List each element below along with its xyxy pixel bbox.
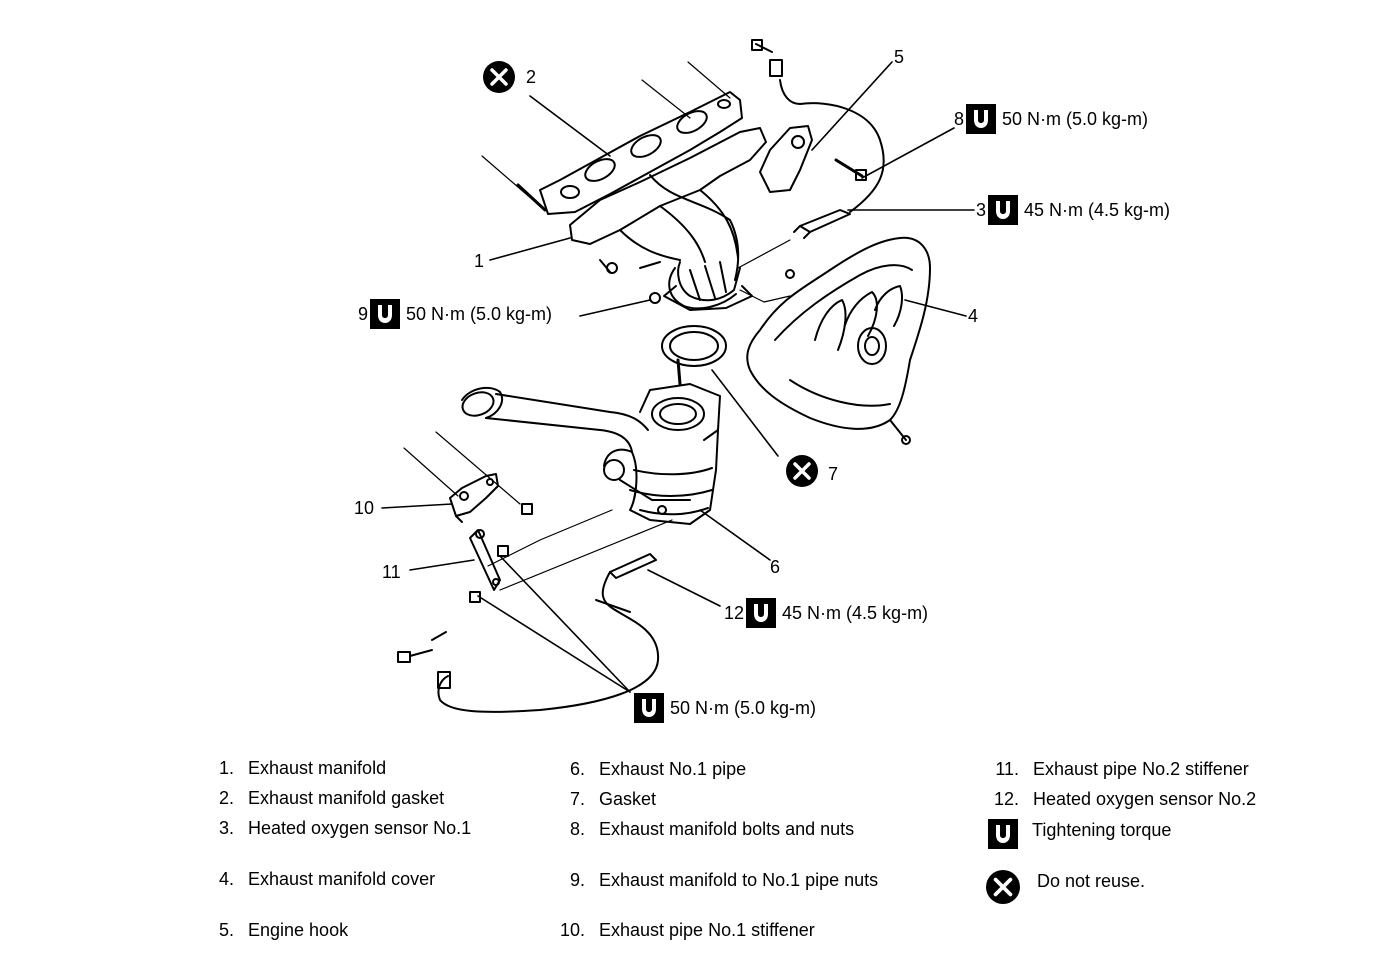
legend-item-6: 6. Exhaust No.1 pipe	[551, 758, 746, 780]
legend-label: Exhaust manifold bolts and nuts	[599, 819, 855, 839]
legend-number: 1.	[218, 758, 234, 778]
legend-item-11: 11. Exhaust pipe No.2 stiffener	[985, 758, 1249, 780]
do-not-reuse-icon	[986, 870, 1020, 904]
exhaust-no1-pipe-part	[461, 383, 721, 525]
callout-12: 12 45 N·m (4.5 kg-m)	[724, 598, 928, 628]
legend-torque-symbol: Tightening torque	[985, 819, 1171, 849]
callout-stiffener-torque: 50 N·m (5.0 kg-m)	[632, 693, 816, 723]
callout-9: 9 50 N·m (5.0 kg-m)	[358, 299, 552, 329]
callout-number: 10	[354, 498, 375, 518]
callout-number: 7	[828, 464, 839, 484]
do-not-reuse-icon-2	[483, 61, 515, 98]
legend-label: Gasket	[599, 789, 657, 809]
torque-wrench-icon	[746, 598, 777, 628]
legend-label: Exhaust pipe No.1 stiffener	[599, 920, 815, 940]
legend-noreuse-label: Do not reuse.	[1037, 871, 1146, 891]
legend-label: Exhaust No.1 pipe	[599, 759, 747, 779]
callout-1: 1	[474, 250, 484, 272]
exhaust-manifold-cover-part	[746, 236, 931, 445]
callout-number: 5	[894, 47, 905, 67]
callout-number: 4	[968, 306, 979, 326]
legend-item-12: 12. Heated oxygen sensor No.2	[985, 788, 1256, 810]
legend-item-7: 7. Gasket	[551, 788, 656, 810]
legend-noreuse-symbol: Do not reuse.	[986, 870, 1145, 904]
legend-number: 9.	[569, 870, 585, 890]
legend-number: 4.	[218, 869, 234, 889]
exhaust-manifold-gasket-part	[539, 91, 743, 215]
legend-item-2: 2. Exhaust manifold gasket	[200, 787, 444, 809]
gasket-ring-part	[661, 325, 727, 367]
legend-label: Exhaust manifold cover	[248, 869, 436, 889]
engine-hook-part	[759, 125, 867, 193]
legend-item-8: 8. Exhaust manifold bolts and nuts	[551, 818, 854, 840]
torque-wrench-icon	[370, 299, 401, 329]
legend-label: Exhaust pipe No.2 stiffener	[1033, 759, 1249, 779]
legend-torque-label: Tightening torque	[1032, 820, 1172, 840]
legend-label: Exhaust manifold	[248, 758, 387, 778]
legend-item-4: 4. Exhaust manifold cover	[200, 868, 435, 890]
callout-number: 12	[724, 603, 745, 623]
callout-3: 3 45 N·m (4.5 kg-m)	[976, 195, 1170, 225]
legend-item-9: 9. Exhaust manifold to No.1 pipe nuts	[551, 869, 878, 891]
callout-number: 1	[474, 251, 485, 271]
callout-11: 11	[382, 561, 401, 583]
legend-number: 3.	[218, 818, 234, 838]
callout-number: 3	[976, 200, 987, 220]
legend-number: 8.	[569, 819, 585, 839]
legend-label: Heated oxygen sensor No.2	[1033, 789, 1257, 809]
callout-6: 6	[770, 556, 780, 578]
legend-number: 11.	[995, 759, 1019, 779]
legend-label: Exhaust manifold to No.1 pipe nuts	[599, 870, 879, 890]
legend-item-10: 10. Exhaust pipe No.1 stiffener	[551, 919, 815, 941]
legend-label: Exhaust manifold gasket	[248, 788, 445, 808]
legend-number: 10.	[559, 920, 585, 940]
callout-4: 4	[968, 305, 978, 327]
callout-number: 6	[770, 557, 781, 577]
callout-number: 2	[526, 67, 537, 87]
legend-number: 12.	[993, 789, 1019, 809]
torque-wrench-icon	[988, 819, 1018, 849]
legend-number: 5.	[218, 920, 234, 940]
torque-value-3: 45 N·m (4.5 kg-m)	[1024, 200, 1171, 220]
legend-item-5: 5. Engine hook	[200, 919, 348, 941]
legend-number: 7.	[569, 789, 585, 809]
torque-value-9: 50 N·m (5.0 kg-m)	[406, 304, 553, 324]
heated-oxygen-sensor-2-part	[397, 553, 660, 713]
exhaust-pipe-no1-stiffener-part	[449, 473, 533, 523]
legend-label: Engine hook	[248, 920, 349, 940]
legend-item-1: 1. Exhaust manifold	[200, 757, 386, 779]
legend-label: Heated oxygen sensor No.1	[248, 818, 472, 838]
exhaust-manifold-part	[569, 127, 767, 311]
callout-number: 8	[954, 109, 965, 129]
torque-value-12: 45 N·m (4.5 kg-m)	[782, 603, 929, 623]
exhaust-pipe-no2-stiffener-part	[469, 529, 509, 603]
legend-item-3: 3. Heated oxygen sensor No.1	[200, 817, 471, 839]
callout-8: 8 50 N·m (5.0 kg-m)	[954, 104, 1148, 134]
torque-value-stiffener: 50 N·m (5.0 kg-m)	[670, 698, 817, 718]
torque-value-8: 50 N·m (5.0 kg-m)	[1002, 109, 1149, 129]
torque-wrench-icon	[988, 195, 1019, 225]
legend-number: 6.	[569, 759, 585, 779]
callout-10: 10	[354, 497, 374, 519]
legend-number: 2.	[218, 788, 234, 808]
torque-wrench-icon	[966, 104, 997, 134]
do-not-reuse-icon-7	[786, 455, 818, 492]
torque-wrench-icon	[634, 693, 664, 723]
callout-5: 5	[894, 46, 904, 68]
callout-2: 2	[526, 66, 536, 88]
callout-number: 9	[358, 304, 369, 324]
callout-7: 7	[828, 463, 838, 485]
leader-lines	[381, 61, 975, 693]
callout-number: 11	[382, 562, 401, 582]
heated-oxygen-sensor-1-part	[751, 39, 885, 239]
